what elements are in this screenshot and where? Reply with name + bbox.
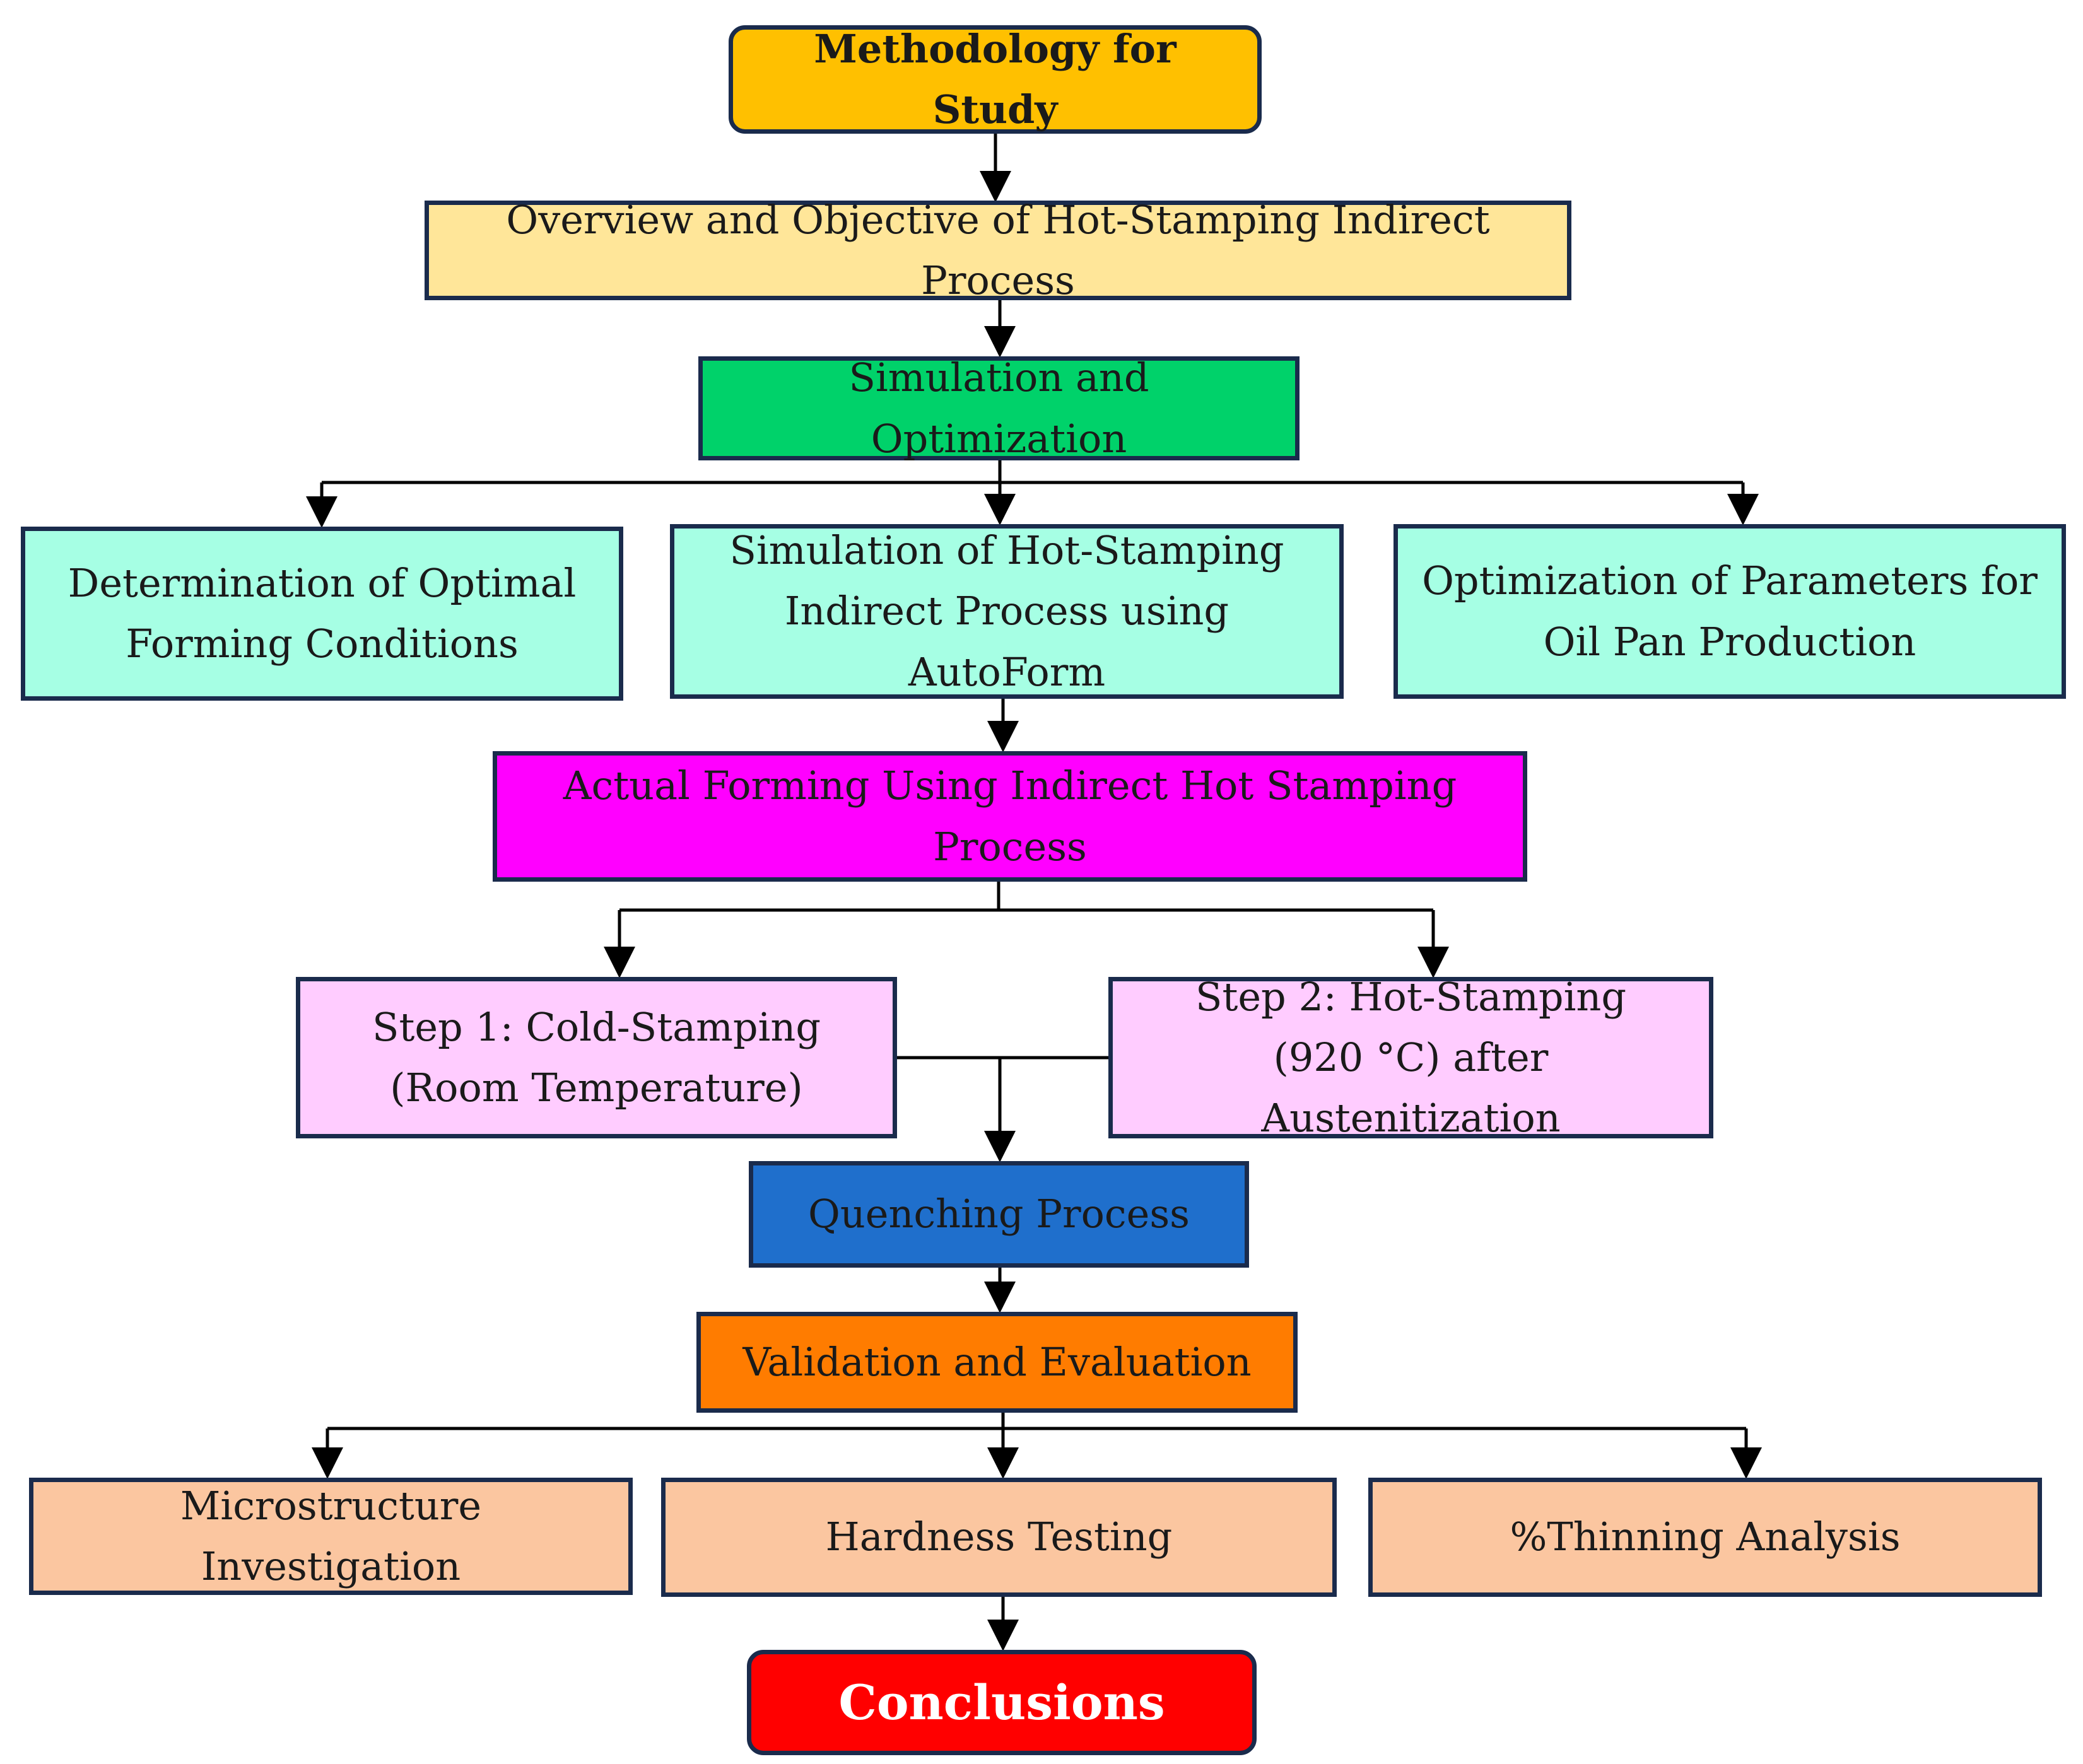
node-step1-line1: Step 1: Cold-Stamping bbox=[372, 1003, 821, 1050]
node-conclusions: Conclusions bbox=[747, 1650, 1257, 1755]
node-optimization-line2: Oil Pan Production bbox=[1543, 618, 1916, 665]
node-validation-label: Validation and Evaluation bbox=[742, 1338, 1252, 1385]
node-determination-line1: Determination of Optimal bbox=[67, 559, 577, 606]
node-step2-line2: (920 °C) after Austenitization bbox=[1261, 1034, 1561, 1142]
node-simulation-label: Simulation and Optimization bbox=[848, 354, 1149, 462]
node-thinning-label: %Thinning Analysis bbox=[1510, 1514, 1901, 1560]
node-overview: Overview and Objective of Hot-Stamping I… bbox=[425, 197, 1571, 303]
node-step1: Step 1: Cold-Stamping (Room Temperature) bbox=[296, 977, 897, 1138]
node-autoform: Simulation of Hot-Stamping Indirect Proc… bbox=[670, 524, 1344, 699]
node-actual-forming-label: Actual Forming Using Indirect Hot Stampi… bbox=[563, 762, 1457, 870]
node-quenching: Quenching Process bbox=[749, 1161, 1249, 1268]
node-step2: Step 2: Hot-Stamping (920 °C) after Aust… bbox=[1108, 974, 1713, 1141]
node-determination: Determination of Optimal Forming Conditi… bbox=[21, 527, 623, 701]
node-determination-line2: Forming Conditions bbox=[126, 621, 519, 667]
node-microstructure-label: Microstructure Investigation bbox=[180, 1482, 482, 1589]
node-optimization-line1: Optimization of Parameters for bbox=[1422, 558, 2038, 604]
node-quenching-label: Quenching Process bbox=[808, 1191, 1190, 1237]
node-conclusions-label: Conclusions bbox=[838, 1674, 1165, 1731]
node-optimization: Optimization of Parameters for Oil Pan P… bbox=[1394, 524, 2066, 699]
node-autoform-line1: Simulation of Hot-Stamping bbox=[729, 527, 1284, 574]
node-microstructure: Microstructure Investigation bbox=[29, 1478, 633, 1595]
node-overview-label: Overview and Objective of Hot-Stamping I… bbox=[506, 196, 1490, 303]
node-step1-line2: (Room Temperature) bbox=[390, 1065, 803, 1111]
node-validation: Validation and Evaluation bbox=[696, 1312, 1298, 1413]
node-autoform-line2: Indirect Process using AutoForm bbox=[784, 588, 1229, 695]
node-thinning: %Thinning Analysis bbox=[1368, 1478, 2042, 1597]
node-methodology: Methodology for Study bbox=[729, 25, 1262, 134]
node-step2-line1: Step 2: Hot-Stamping bbox=[1195, 973, 1627, 1020]
node-simulation: Simulation and Optimization bbox=[698, 354, 1300, 462]
node-hardness: Hardness Testing bbox=[661, 1478, 1337, 1597]
node-methodology-label: Methodology for Study bbox=[814, 25, 1176, 132]
node-hardness-label: Hardness Testing bbox=[825, 1514, 1173, 1560]
node-actual-forming: Actual Forming Using Indirect Hot Stampi… bbox=[493, 751, 1527, 882]
